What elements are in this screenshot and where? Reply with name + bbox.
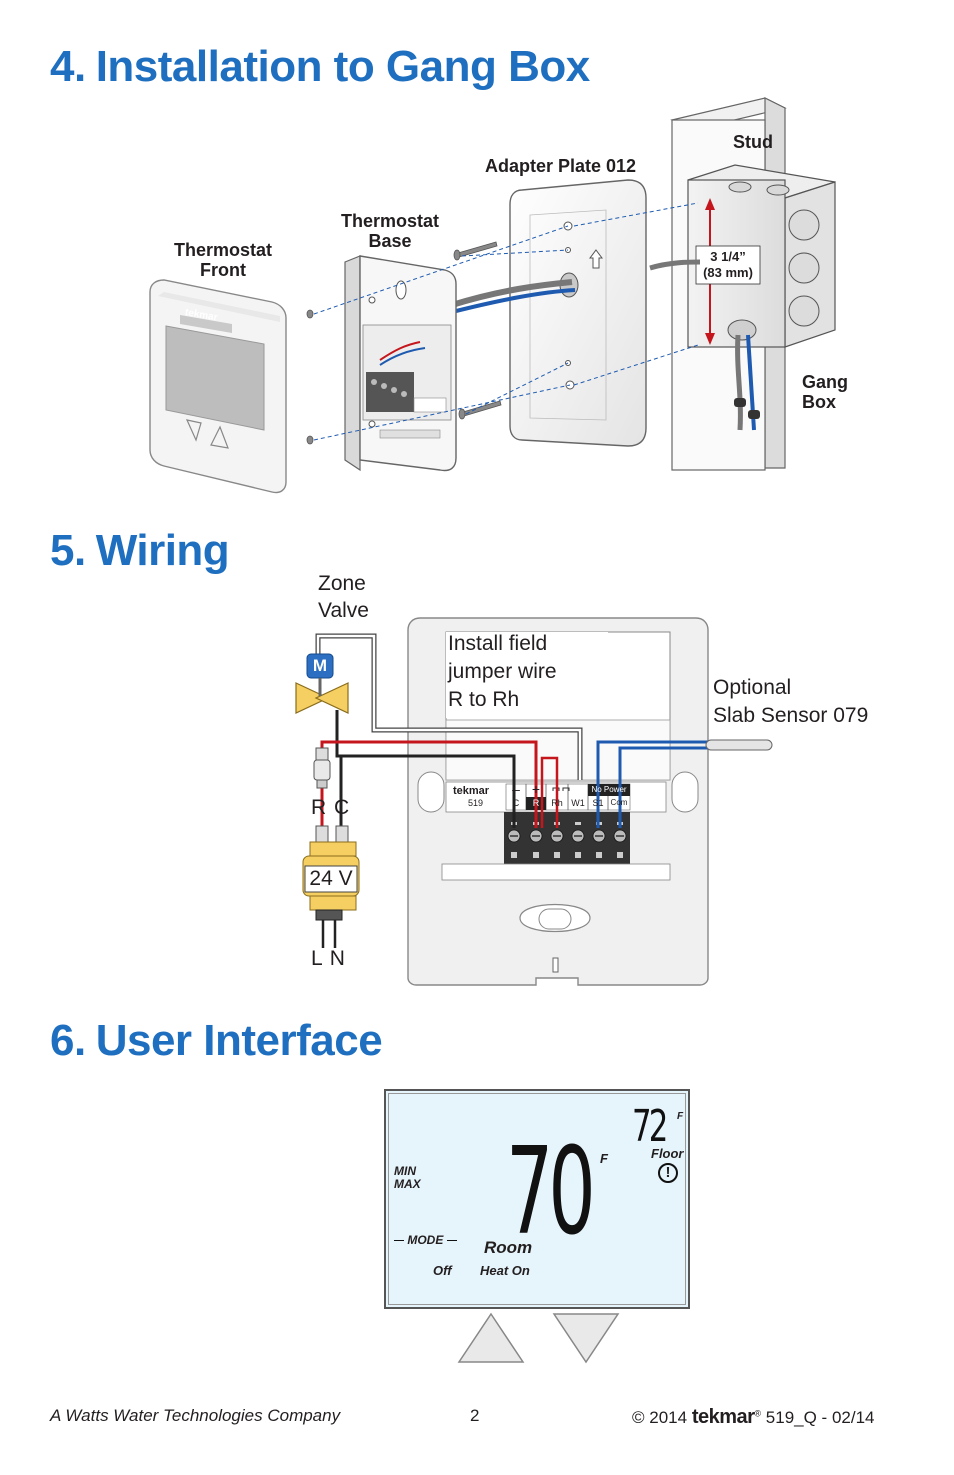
footer-page-number: 2 [470, 1406, 480, 1425]
alignment-lines [313, 202, 699, 441]
install-note-box [446, 632, 608, 718]
up-arrow-icon [457, 1312, 525, 1363]
label-thermostat-base: Thermostat Base [340, 211, 439, 251]
label-optional-sensor: Optional Slab Sensor 079 [713, 676, 869, 727]
room-label: Room [484, 1238, 533, 1257]
terminal-label-s1: S1 [592, 798, 604, 808]
down-arrow-button[interactable] [552, 1312, 620, 1364]
base-model-number: 519 [468, 798, 484, 808]
label-zone-valve: Zone Valve [318, 572, 369, 622]
section-title-user-interface: 6.User Interface [50, 1016, 383, 1065]
lcd-inner-border [388, 1093, 686, 1305]
terminal-label-com: Com [610, 798, 628, 807]
adapter-plate [509, 179, 647, 447]
valve-motor-badge: M [312, 656, 328, 675]
floor-label: Floor [651, 1146, 684, 1161]
slab-sensor-probe [705, 739, 773, 751]
lcd-display: 70 F 72 F Floor ! MIN MAX MODE Off Room … [384, 1089, 690, 1309]
footer-brand-logo: tekmar [691, 1406, 755, 1428]
up-arrow-button[interactable] [457, 1312, 525, 1364]
label-thermostat-front: Thermostat Front [173, 240, 272, 280]
main-temp-unit: F [600, 1151, 608, 1166]
warning-icon: ! [658, 1163, 678, 1183]
min-label: MIN [394, 1164, 416, 1178]
mode-indicator: MODE [394, 1233, 457, 1247]
thermostat-front [149, 279, 287, 494]
thermostat-base [344, 255, 457, 472]
footer-copyright: © 2014 tekmar® 519_Q - 02/14 [632, 1406, 875, 1428]
label-stud: Stud [733, 132, 773, 152]
off-label: Off [433, 1263, 452, 1278]
main-temperature: 70 [506, 1123, 596, 1262]
terminal-label-w1: W1 [571, 798, 585, 808]
down-arrow-icon [552, 1313, 620, 1364]
section-title-wiring: 5.Wiring [50, 526, 230, 575]
terminal-label-r: R [532, 798, 540, 808]
label-install-note: Install field jumper wire R to Rh [448, 632, 557, 711]
footer-company: A Watts Water Technologies Company [50, 1406, 341, 1425]
transformer [302, 825, 360, 921]
base-brand-logo: tekmar [453, 785, 490, 797]
label-adapter-plate: Adapter Plate 012 [485, 156, 637, 176]
zone-valve [295, 653, 349, 714]
label-transformer-terminals: R C [311, 796, 351, 819]
wiring-diagram [295, 617, 773, 986]
label-no-power: No Power [591, 785, 627, 794]
label-gang-box: Gang Box [802, 372, 849, 412]
floor-temperature: 72 [632, 1101, 668, 1152]
terminal-label-rh: Rh [551, 798, 563, 808]
max-label: MAX [394, 1177, 421, 1191]
terminal-symbol-plus: + [531, 781, 541, 797]
screws [306, 241, 502, 445]
heat-on-label: Heat On [480, 1263, 530, 1278]
terminal-label-c: C [512, 798, 520, 808]
section-title-installation: 4.Installation to Gang Box [50, 42, 590, 91]
installation-diagram [149, 97, 836, 494]
floor-temp-unit: F [677, 1111, 684, 1122]
label-dimension: 3 1/4” (83 mm) [703, 249, 753, 280]
terminal-symbol-minus: – [512, 781, 520, 797]
label-transformer-voltage: 24 V [309, 867, 353, 890]
label-line-neutral: L N [311, 947, 346, 970]
inline-connector [313, 747, 331, 789]
